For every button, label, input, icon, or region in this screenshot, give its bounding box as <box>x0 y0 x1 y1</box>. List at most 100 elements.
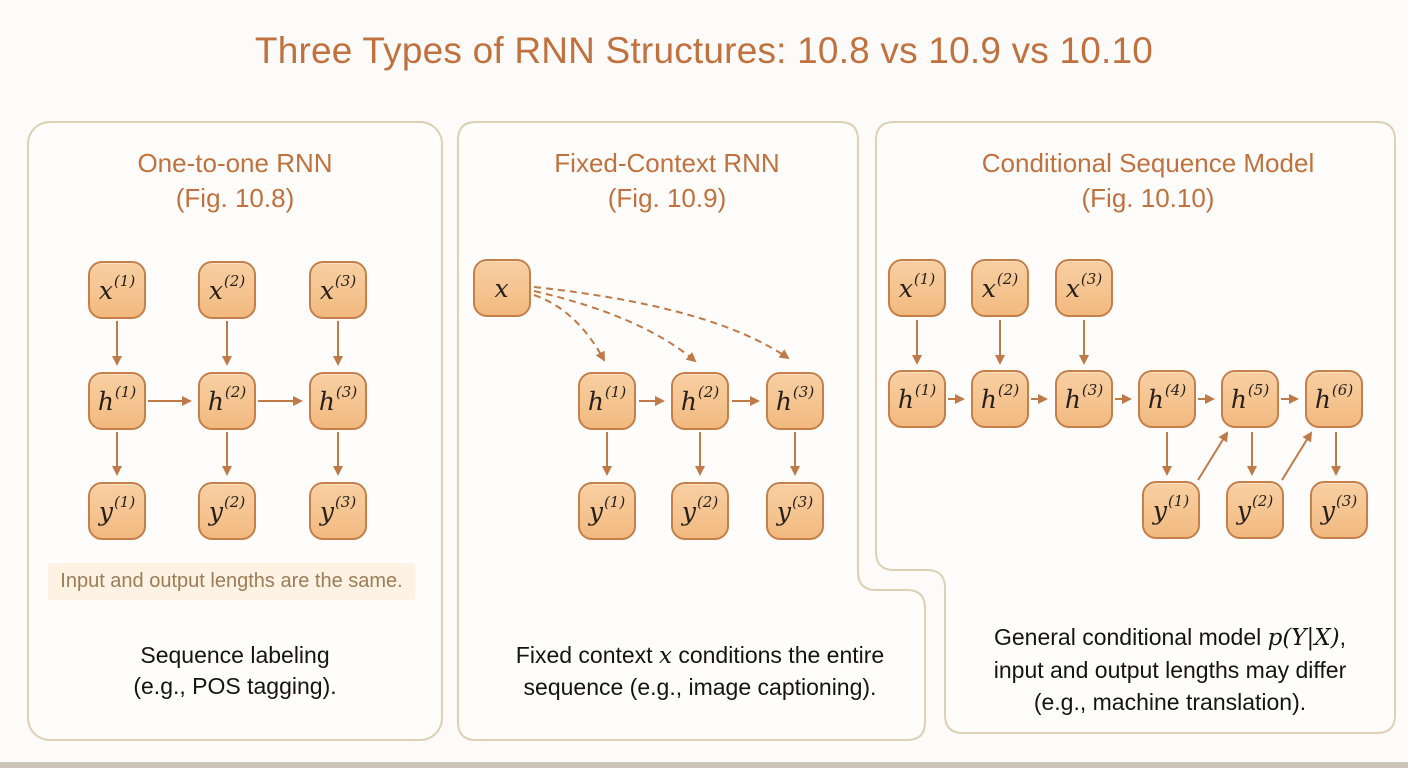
panel3-header: Conditional Sequence Model (Fig. 10.10) <box>900 146 1396 216</box>
panel3-header-fig: (Fig. 10.10) <box>1081 183 1215 213</box>
p3-node-x1: x(1) <box>888 259 946 317</box>
panel1-caption: Sequence labeling (e.g., POS tagging). <box>28 640 442 702</box>
node-base: h <box>1064 384 1081 414</box>
node-sup: (3) <box>1081 381 1104 399</box>
node-base: h <box>1314 384 1331 414</box>
p2-node-h2: h(2) <box>671 372 729 430</box>
node-base: y <box>208 496 223 526</box>
caption-text: , <box>1339 624 1346 650</box>
p3-node-x3: x(3) <box>1055 259 1113 317</box>
node-base: y <box>681 496 696 526</box>
node-sup: (3) <box>335 383 358 401</box>
node-base: y <box>1320 495 1335 525</box>
node-sup: (1) <box>603 493 626 511</box>
node-sup: (1) <box>113 493 136 511</box>
node-sup: (2) <box>697 383 720 401</box>
panel1-header: One-to-one RNN (Fig. 10.8) <box>28 146 442 216</box>
panel2-caption: Fixed context x conditions the entire se… <box>466 640 934 703</box>
node-sup: (3) <box>1335 492 1358 510</box>
node-sup: (6) <box>1331 381 1354 399</box>
panel1-header-fig: (Fig. 10.8) <box>175 183 295 213</box>
node-sup: (1) <box>604 383 627 401</box>
node-base: y <box>776 496 791 526</box>
node-base: h <box>318 386 335 416</box>
panel1-note: Input and output lengths are the same. <box>48 563 415 600</box>
panel2-caption-line2: sequence (e.g., image captioning). <box>523 674 877 700</box>
p3-node-y2: y(2) <box>1226 481 1284 539</box>
node-base: h <box>980 384 997 414</box>
node-base: x <box>494 273 509 303</box>
p3-node-y1: y(1) <box>1142 481 1200 539</box>
caption-text: General conditional model <box>994 624 1268 650</box>
node-sup: (2) <box>224 383 247 401</box>
node-sup: (5) <box>1247 381 1270 399</box>
node-sup: (2) <box>696 493 719 511</box>
panel3-caption-line1: General conditional model p(Y|X), <box>945 621 1395 654</box>
node-sup: (3) <box>334 493 357 511</box>
node-sup: (3) <box>334 272 357 290</box>
p3-node-h5: h(5) <box>1221 370 1279 428</box>
node-base: y <box>588 496 603 526</box>
p2-node-h1: h(1) <box>578 372 636 430</box>
slide-bottom-edge <box>0 762 1408 768</box>
node-sup: (1) <box>1167 492 1190 510</box>
panel2-header-fig: (Fig. 10.9) <box>607 183 727 213</box>
p1-node-y2: y(2) <box>198 482 256 540</box>
node-sup: (1) <box>914 381 937 399</box>
p3-node-h4: h(4) <box>1138 370 1196 428</box>
node-sup: (2) <box>223 272 246 290</box>
node-sup: (1) <box>114 383 137 401</box>
p2-node-y1: y(1) <box>578 482 636 540</box>
node-base: y <box>98 496 113 526</box>
panel1-caption-line2: (e.g., POS tagging). <box>133 673 337 699</box>
node-base: h <box>1230 384 1247 414</box>
p1-node-x1: x(1) <box>88 261 146 319</box>
panel2-context-dashed-arrows <box>533 286 790 363</box>
caption-math: x <box>658 643 672 669</box>
node-base: x <box>319 275 334 305</box>
p3-node-h1: h(1) <box>888 370 946 428</box>
panel1-header-title: One-to-one RNN <box>137 148 333 178</box>
panel1-note-text: Input and output lengths are the same. <box>60 570 403 592</box>
node-base: h <box>1147 384 1164 414</box>
node-base: x <box>981 273 996 303</box>
panel1-arrows <box>112 321 343 476</box>
node-base: x <box>208 275 223 305</box>
panel2-arrows <box>602 396 800 476</box>
caption-text: conditions the entire <box>671 642 885 668</box>
p1-node-x2: x(2) <box>198 261 256 319</box>
node-sup: (3) <box>1080 270 1103 288</box>
panel2-header-title: Fixed-Context RNN <box>554 148 780 178</box>
node-sup: (2) <box>1251 492 1274 510</box>
p3-node-h3: h(3) <box>1055 370 1113 428</box>
node-base: x <box>1065 273 1080 303</box>
p2-node-y2: y(2) <box>671 482 729 540</box>
slide-title: Three Types of RNN Structures: 10.8 vs 1… <box>254 30 1154 71</box>
node-sup: (2) <box>997 381 1020 399</box>
node-sup: (1) <box>913 270 936 288</box>
p1-node-h1: h(1) <box>88 372 146 430</box>
panel3-caption: General conditional model p(Y|X), input … <box>945 621 1395 718</box>
panel3-caption-line2: input and output lengths may differ <box>993 657 1347 683</box>
caption-text: Fixed context <box>515 642 659 668</box>
node-base: h <box>587 386 604 416</box>
node-sup: (3) <box>791 493 814 511</box>
p3-node-h2: h(2) <box>971 370 1029 428</box>
node-sup: (1) <box>113 272 136 290</box>
p1-node-h2: h(2) <box>198 372 256 430</box>
node-base: h <box>207 386 224 416</box>
p3-node-y3: y(3) <box>1310 481 1368 539</box>
panel-fixed-context-outline <box>457 121 926 741</box>
node-sup: (3) <box>792 383 815 401</box>
p1-node-y1: y(1) <box>88 482 146 540</box>
node-base: h <box>897 384 914 414</box>
panel3-header-title: Conditional Sequence Model <box>981 148 1315 178</box>
panel3-caption-line3: (e.g., machine translation). <box>1033 689 1307 715</box>
node-base: x <box>898 273 913 303</box>
node-base: y <box>1152 495 1167 525</box>
node-base: x <box>98 275 113 305</box>
panel1-caption-line1: Sequence labeling <box>140 642 330 668</box>
p3-node-x2: x(2) <box>971 259 1029 317</box>
p1-node-x3: x(3) <box>309 261 367 319</box>
